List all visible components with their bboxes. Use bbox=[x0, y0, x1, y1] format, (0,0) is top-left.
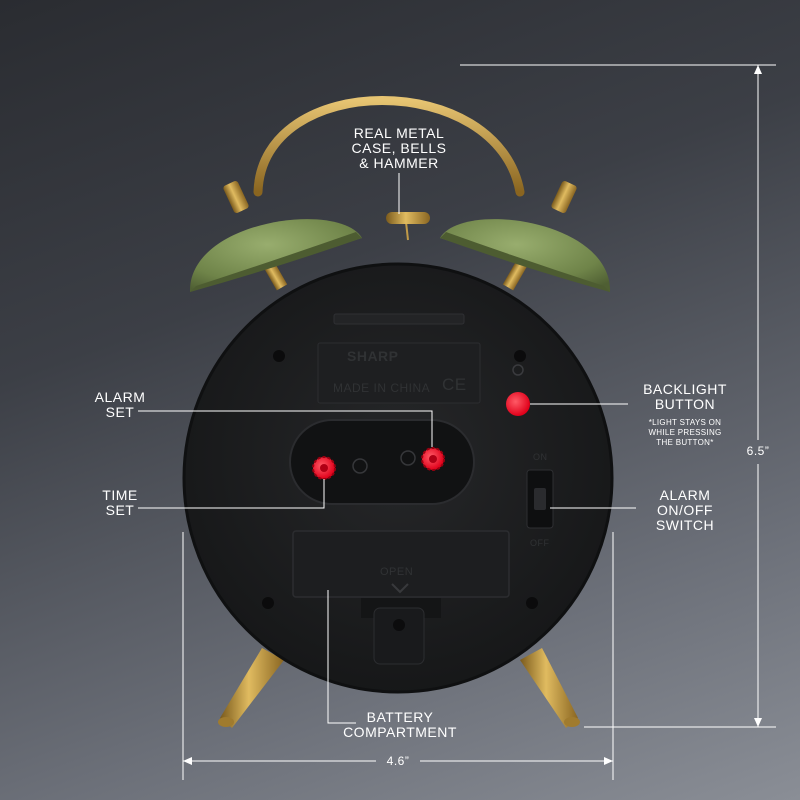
battery-open-marking: OPEN bbox=[380, 566, 414, 578]
dimension-arrows bbox=[183, 65, 762, 765]
left-bell bbox=[189, 181, 362, 292]
left-leg bbox=[218, 648, 284, 728]
leader-lines bbox=[138, 64, 776, 780]
right-leg bbox=[520, 648, 580, 728]
brand-marking: SHARP bbox=[347, 348, 399, 364]
backlight-callout: BACKLIGHT BUTTON bbox=[643, 381, 727, 412]
height-dimension: 6.5” bbox=[746, 444, 770, 458]
hammer bbox=[386, 212, 430, 241]
time-set-knob bbox=[312, 456, 336, 480]
ce-marking: CE bbox=[442, 375, 467, 394]
handle bbox=[253, 96, 525, 197]
backlight-note: *LIGHT STAYS ON WHILE PRESSING THE BUTTO… bbox=[648, 418, 722, 447]
alarm-set-callout: ALARM SET bbox=[94, 389, 146, 420]
backlight-button bbox=[506, 392, 530, 416]
battery-door bbox=[292, 530, 510, 598]
alarm-switch-callout: ALARM ON/OFF SWITCH bbox=[655, 487, 715, 533]
metal-callout: REAL METAL CASE, BELLS & HAMMER bbox=[351, 125, 447, 171]
battery-callout: BATTERY COMPARTMENT bbox=[343, 709, 457, 740]
right-bell bbox=[440, 181, 611, 292]
switch-off-marking: OFF bbox=[530, 538, 550, 548]
alarm-set-knob bbox=[421, 447, 445, 471]
origin-marking: MADE IN CHINA bbox=[333, 381, 431, 395]
width-dimension: 4.6” bbox=[386, 754, 410, 768]
time-set-callout: TIME SET bbox=[102, 487, 138, 518]
switch-on-marking: ON bbox=[533, 452, 548, 462]
knob-recess bbox=[289, 419, 475, 505]
